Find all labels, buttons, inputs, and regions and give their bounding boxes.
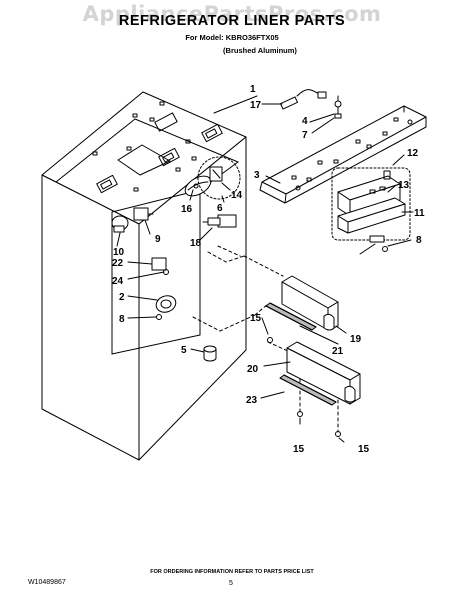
callout-15-lower-left: 15 (293, 444, 305, 455)
model-number: For Model: KBRO36FTX05 (185, 33, 279, 42)
ordering-info: FOR ORDERING INFORMATION REFER TO PARTS … (150, 569, 314, 575)
wire-harness (279, 89, 327, 110)
callout-20: 20 (247, 364, 259, 375)
callout-15-upper: 15 (250, 313, 262, 324)
callout-5: 5 (181, 345, 187, 356)
callout-18: 18 (190, 238, 202, 249)
lamp-socket (133, 207, 154, 221)
callout-3: 3 (254, 170, 260, 181)
callout-8-right: 8 (416, 235, 422, 246)
callout-4: 4 (302, 116, 308, 127)
document-number: W10489867 (28, 579, 66, 586)
page-title: REFRIGERATOR LINER PARTS (118, 13, 346, 29)
control-dial (155, 295, 177, 313)
callout-13: 13 (398, 180, 410, 191)
callout-19: 19 (350, 334, 362, 345)
callout-11: 11 (414, 208, 425, 219)
callout-15-lower-right: 15 (358, 444, 370, 455)
upper-rail (265, 302, 317, 331)
callout-14: 14 (231, 190, 243, 201)
foot-cylinder (203, 345, 217, 362)
callout-24: 24 (112, 276, 124, 287)
callout-17: 17 (250, 100, 262, 111)
callout-12: 12 (407, 148, 419, 159)
callout-8-left: 8 (119, 314, 125, 325)
upper-shelf-trim (281, 275, 339, 331)
lower-rail (279, 374, 337, 406)
callout-9: 9 (155, 234, 161, 245)
callout-7: 7 (302, 130, 308, 141)
watermark-text: AppliancePartsPros.com (82, 2, 382, 26)
callout-22: 22 (112, 258, 124, 269)
lower-shelf-trim (286, 341, 361, 405)
callout-1: 1 (250, 84, 256, 95)
callout-21: 21 (332, 346, 344, 357)
callout-16: 16 (181, 204, 193, 215)
callout-10: 10 (113, 247, 125, 258)
light-bulb (111, 215, 129, 233)
callout-23: 23 (246, 395, 258, 406)
sensor-bracket (202, 214, 237, 228)
callout-2: 2 (119, 292, 125, 303)
callout-6: 6 (217, 203, 223, 214)
control-housing (337, 197, 406, 234)
page-number: 5 (229, 580, 233, 587)
finish-label: (Brushed Aluminum) (223, 46, 297, 55)
